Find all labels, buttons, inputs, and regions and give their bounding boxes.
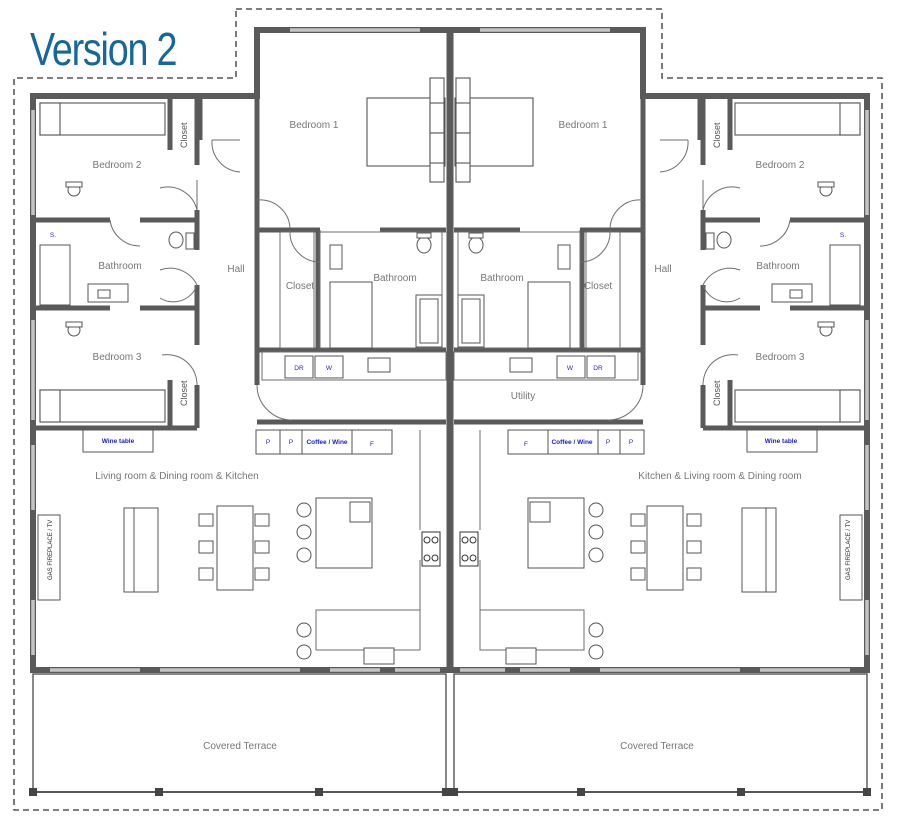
left-fireplace-label: GAS FIREPLACE / TV — [48, 520, 54, 580]
right-shower-label: S. — [840, 232, 846, 239]
left-closet-b3-label: Closet — [179, 380, 189, 406]
left-fridge-label: F — [370, 441, 374, 448]
left-bath-master-label: Bathroom — [373, 273, 416, 284]
left-closet-b2-label: Closet — [179, 122, 189, 148]
right-terrace-label: Covered Terrace — [620, 741, 694, 752]
right-bedroom1-label: Bedroom 1 — [559, 120, 608, 131]
left-pantry2-label: P — [289, 439, 293, 446]
right-fireplace-label: GAS FIREPLACE / TV — [846, 520, 852, 580]
left-terrace-label: Covered Terrace — [203, 741, 277, 752]
lot-boundary — [13, 8, 883, 811]
right-bedroom3-label: Bedroom 3 — [756, 352, 805, 363]
right-washer-label: W — [567, 365, 574, 372]
left-dryer-label: DR — [294, 365, 304, 372]
right-fridge-label: F — [524, 441, 528, 448]
right-dryer-label: DR — [593, 365, 603, 372]
right-closet-b3-label: Closet — [712, 380, 722, 406]
left-shower-label: S. — [50, 232, 56, 239]
right-pantry2-label: P — [629, 439, 633, 446]
right-unit-drawing — [449, 30, 871, 796]
right-closet-master-label: Closet — [584, 281, 613, 292]
left-hall-label: Hall — [227, 264, 244, 275]
right-coffee-label: Coffee / Wine — [551, 439, 592, 446]
left-closet-master-label: Closet — [286, 281, 315, 292]
right-pantry1-label: P — [606, 439, 610, 446]
left-unit-drawing — [29, 30, 451, 796]
right-bath-master-label: Bathroom — [480, 273, 523, 284]
left-coffee-label: Coffee / Wine — [306, 439, 347, 446]
right-living-label: Kitchen & Living room & Dining room — [638, 471, 801, 482]
version-title: Version 2 — [30, 23, 177, 75]
left-bedroom3-label: Bedroom 3 — [93, 352, 142, 363]
right-bedroom2-label: Bedroom 2 — [756, 160, 805, 171]
left-living-label: Living room & Dining room & Kitchen — [95, 471, 258, 482]
left-washer-label: W — [326, 365, 333, 372]
right-bath-kids-label: Bathroom — [756, 261, 799, 272]
left-wine-label: Wine table — [102, 438, 135, 445]
right-wine-label: Wine table — [765, 438, 798, 445]
right-hall-label: Hall — [654, 264, 671, 275]
left-bath-kids-label: Bathroom — [98, 261, 141, 272]
right-closet-b2-label: Closet — [712, 122, 722, 148]
left-bedroom1-label: Bedroom 1 — [290, 120, 339, 131]
left-bedroom2-label: Bedroom 2 — [93, 160, 142, 171]
right-utility-label: Utility — [511, 391, 535, 402]
left-pantry1-label: P — [266, 439, 270, 446]
